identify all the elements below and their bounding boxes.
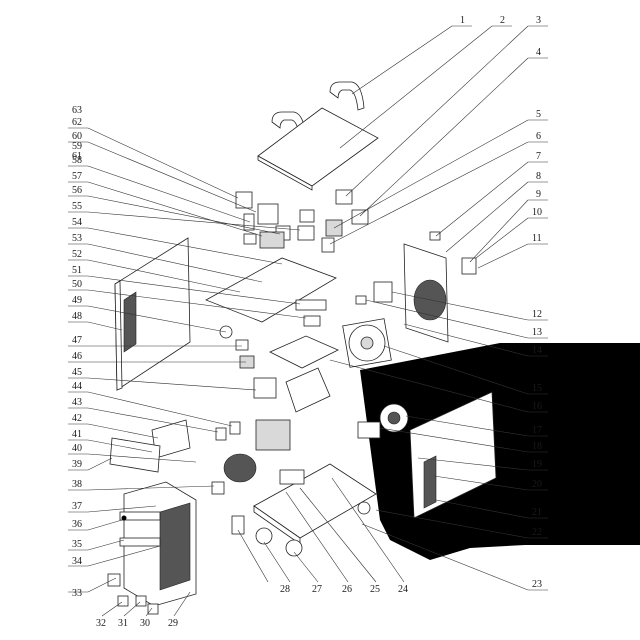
part-label-48: 48 <box>72 311 82 322</box>
part-label-41: 41 <box>72 429 82 440</box>
heatsink-block <box>253 335 339 451</box>
part-label-51: 51 <box>72 265 82 276</box>
part-label-30: 30 <box>140 618 150 629</box>
transformer <box>211 453 257 495</box>
fan <box>342 318 392 368</box>
part-label-33: 33 <box>72 588 82 599</box>
part-label-47: 47 <box>72 335 82 346</box>
part-label-28: 28 <box>280 584 290 595</box>
part-label-35: 35 <box>72 539 82 550</box>
front-panel <box>119 481 197 607</box>
part-label-13: 13 <box>532 327 542 338</box>
part-label-49: 49 <box>72 295 82 306</box>
leader-lines <box>68 25 548 617</box>
part-label-16: 16 <box>532 401 542 412</box>
upper-modules <box>235 189 369 253</box>
part-label-44: 44 <box>72 381 82 392</box>
part-label-57: 57 <box>72 171 82 182</box>
part-label-42: 42 <box>72 413 82 424</box>
part-label-15: 15 <box>532 383 542 394</box>
part-label-31: 31 <box>118 618 128 629</box>
part-label-52: 52 <box>72 249 82 260</box>
black-panel <box>360 343 640 560</box>
part-label-38: 38 <box>72 479 82 490</box>
part-label-8: 8 <box>536 171 541 182</box>
part-label-36: 36 <box>72 519 82 530</box>
part-label-10: 10 <box>532 207 542 218</box>
front-label-plate <box>109 437 161 473</box>
part-label-39: 39 <box>72 459 82 470</box>
part-label-46: 46 <box>72 351 82 362</box>
part-label-27: 27 <box>312 584 322 595</box>
middle-plate <box>205 257 337 369</box>
part-label-45: 45 <box>72 367 82 378</box>
part-label-43: 43 <box>72 397 82 408</box>
base-tray <box>253 463 377 557</box>
part-label-54: 54 <box>72 217 82 228</box>
part-label-61: 61 <box>72 151 82 162</box>
part-label-40: 40 <box>72 443 82 454</box>
part-label-20: 20 <box>532 479 542 490</box>
part-label-4: 4 <box>536 47 541 58</box>
part-label-12: 12 <box>532 309 542 320</box>
part-label-22: 22 <box>532 527 542 538</box>
part-label-32: 32 <box>96 618 106 629</box>
part-label-62: 62 <box>72 117 82 128</box>
left-side-panel <box>114 237 191 391</box>
part-label-14: 14 <box>532 345 542 356</box>
part-label-11: 11 <box>532 233 542 244</box>
part-label-9: 9 <box>536 189 541 200</box>
part-label-2: 2 <box>500 15 505 26</box>
part-label-23: 23 <box>532 579 542 590</box>
part-label-17: 17 <box>532 425 542 436</box>
part-label-1: 1 <box>460 15 465 26</box>
part-label-63: 63 <box>72 105 82 116</box>
part-label-3: 3 <box>536 15 541 26</box>
right-side-panel <box>409 391 497 519</box>
part-label-6: 6 <box>536 131 541 142</box>
part-label-29: 29 <box>168 618 178 629</box>
part-label-56: 56 <box>72 185 82 196</box>
top-cover <box>257 107 379 191</box>
part-label-34: 34 <box>72 556 82 567</box>
part-label-60: 60 <box>72 131 82 142</box>
part-label-55: 55 <box>72 201 82 212</box>
part-label-50: 50 <box>72 279 82 290</box>
part-label-7: 7 <box>536 151 541 162</box>
part-label-21: 21 <box>532 507 542 518</box>
part-label-25: 25 <box>370 584 380 595</box>
fan-rear <box>357 403 409 439</box>
terminals <box>107 515 245 615</box>
part-label-24: 24 <box>398 584 408 595</box>
handle-top <box>271 81 365 141</box>
part-label-26: 26 <box>342 584 352 595</box>
part-label-19: 19 <box>532 459 542 470</box>
part-label-5: 5 <box>536 109 541 120</box>
rear-panel <box>355 231 477 343</box>
part-label-18: 18 <box>532 441 542 452</box>
part-label-37: 37 <box>72 501 82 512</box>
part-label-53: 53 <box>72 233 82 244</box>
control-pcb <box>151 419 241 459</box>
part-label-59: 59 <box>72 141 82 152</box>
part-labels: 1 2 3 4 5 6 7 8 9 10 11 12 13 14 15 16 1… <box>72 15 542 629</box>
part-label-58: 58 <box>72 155 82 166</box>
